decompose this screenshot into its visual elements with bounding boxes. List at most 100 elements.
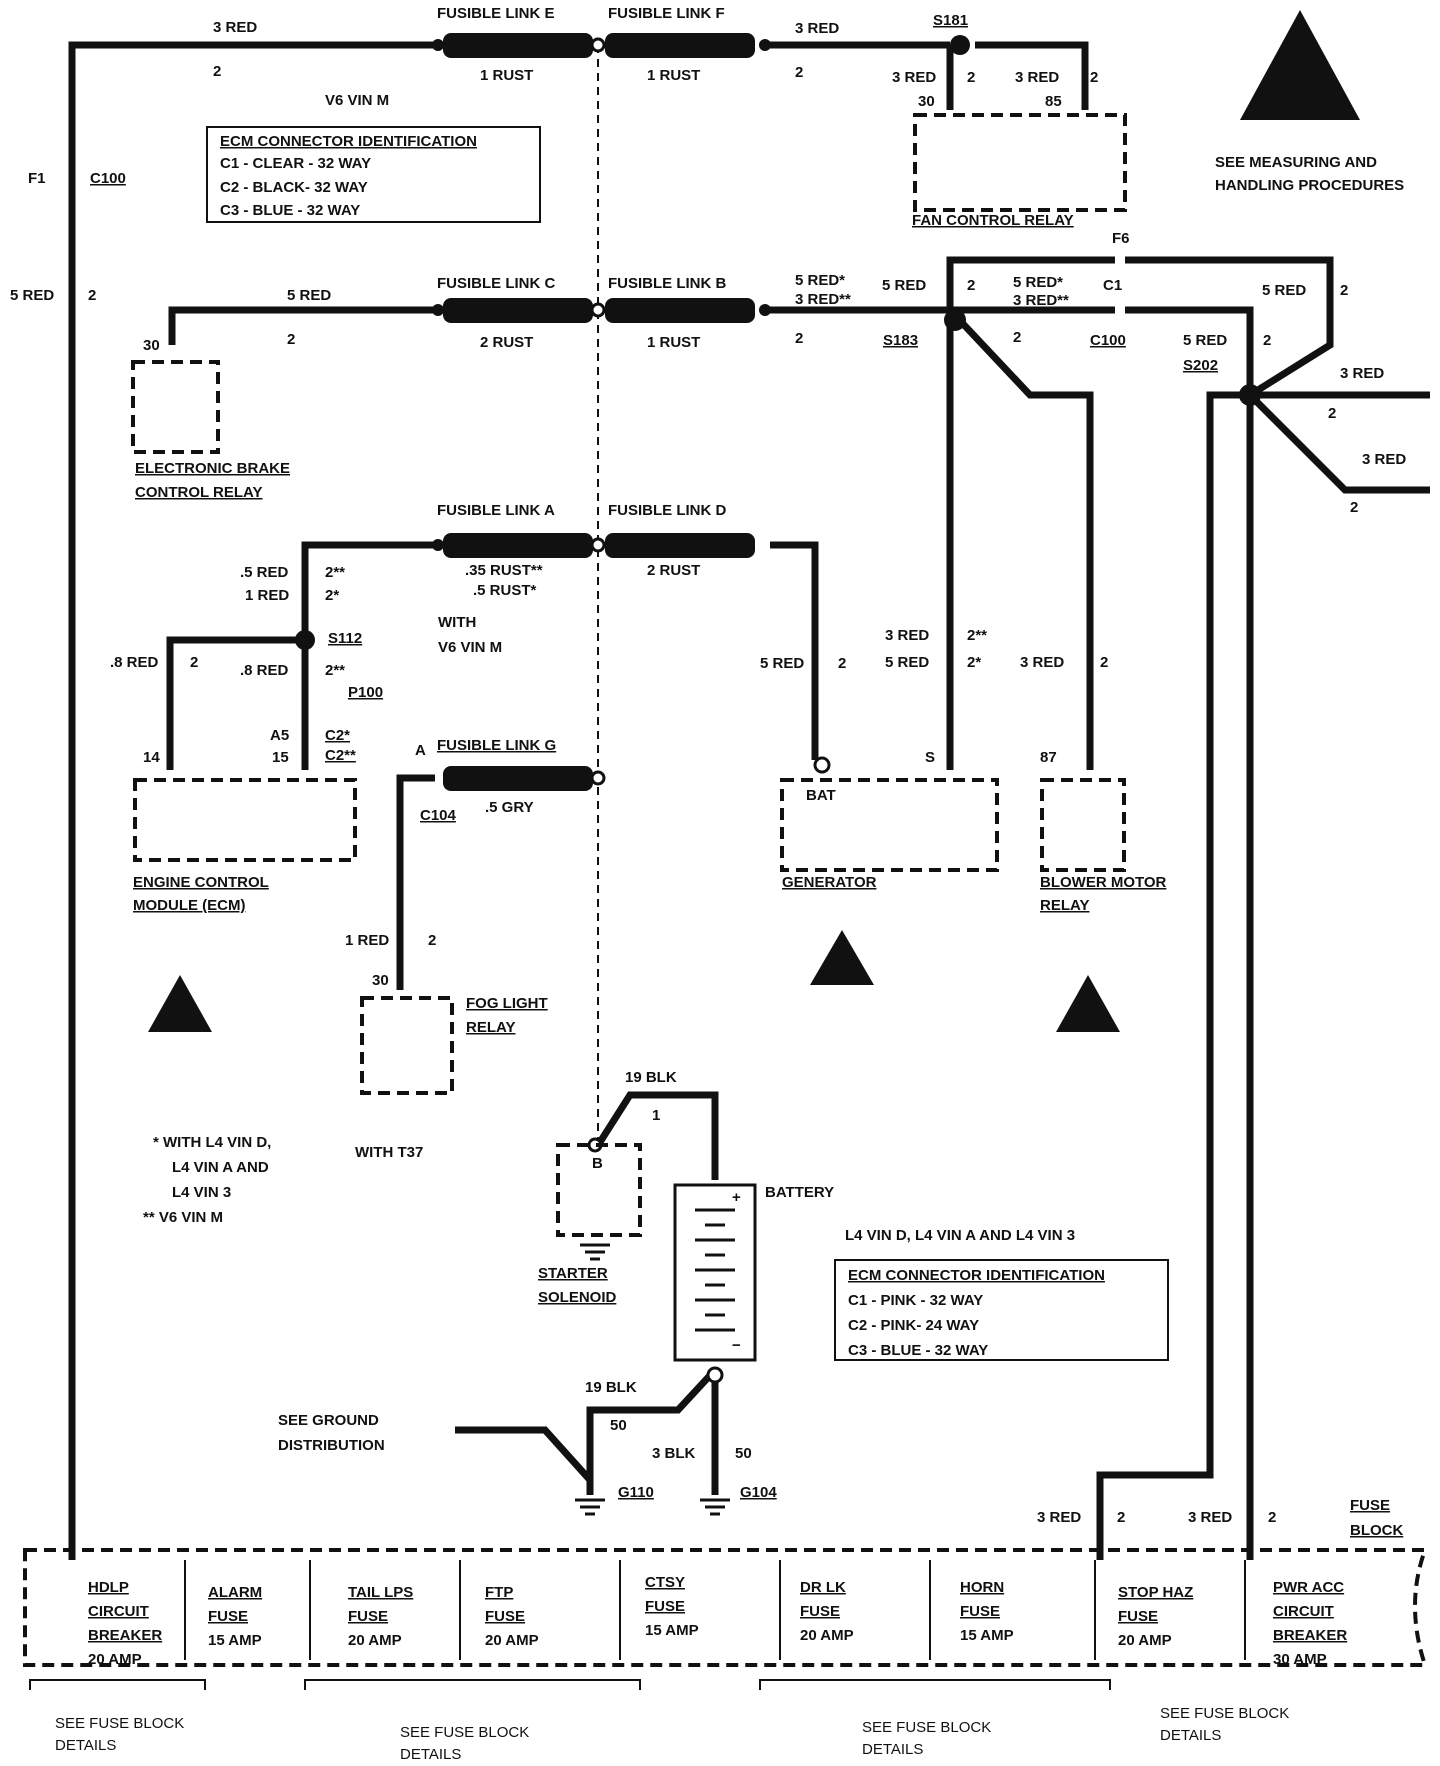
label-f-hdlp1: HDLP [88, 1579, 129, 1596]
label-f-tail2: FUSE [348, 1608, 388, 1625]
label-ecm1-c2: C2 - BLACK- 32 WAY [220, 179, 368, 196]
label-c2ss: C2** [325, 747, 356, 764]
label-n50b: 50 [735, 1445, 752, 1462]
fusible-links [432, 33, 771, 791]
label-ecm2-title: ECM CONNECTOR IDENTIFICATION [848, 1267, 1105, 1284]
label-n2-s181a: 2 [967, 69, 975, 86]
label-n2-left: 2 [88, 287, 96, 304]
label-n2-f: 2 [795, 64, 803, 81]
label-rust1f: 1 RUST [647, 67, 700, 84]
label-ecm1-title: ECM CONNECTOR IDENTIFICATION [220, 133, 477, 150]
ebcr-box [131, 360, 220, 454]
label-red3-fb1: 3 RED [1037, 1509, 1081, 1526]
label-red5-g: 5 RED [885, 654, 929, 671]
label-gen: GENERATOR [782, 874, 877, 891]
label-ecm2-c1: C1 - PINK - 32 WAY [848, 1292, 983, 1309]
label-sfb3b: DETAILS [862, 1741, 923, 1758]
label-p30: 30 [918, 93, 935, 110]
fuse-block-outline [23, 1548, 1428, 1667]
label-red5-r: 5 RED [1262, 282, 1306, 299]
label-f-ctsy2: FUSE [645, 1598, 685, 1615]
label-red-8a: .8 RED [110, 654, 159, 671]
label-fuse: FUSE [1350, 1497, 1390, 1514]
battery-symbol [673, 1183, 757, 1362]
label-red5s: 5 RED* [795, 272, 845, 289]
label-red5-s183: 5 RED [882, 277, 926, 294]
wires [68, 41, 1430, 1560]
ground-symbols [575, 1243, 730, 1516]
blower-relay-box [1040, 778, 1126, 872]
label-bat: BAT [806, 787, 836, 804]
label-f-drlk3: 20 AMP [800, 1627, 854, 1644]
label-f-horn3: 15 AMP [960, 1627, 1014, 1644]
fuse-block-labels: HDLP CIRCUIT BREAKER 20 AMP ALARM FUSE 1… [88, 1574, 1347, 1668]
label-blk3: 3 BLK [652, 1445, 696, 1462]
label-red3-g: 3 RED [885, 627, 929, 644]
label-flf: FUSIBLE LINK F [608, 5, 725, 22]
label-measure1: SEE MEASURING AND [1215, 154, 1377, 171]
label-f-ftp3: 20 AMP [485, 1632, 539, 1649]
label-red5-c: 5 RED [287, 287, 331, 304]
label-f-hdlp4: 20 AMP [88, 1651, 142, 1668]
splice-s181 [950, 35, 970, 55]
label-red5s-b: 5 RED* [1013, 274, 1063, 291]
label-f-pwr1: PWR ACC [1273, 1579, 1344, 1596]
label-note1: * WITH L4 VIN D, [153, 1134, 271, 1151]
label-n2-s183b: 2 [1013, 329, 1021, 346]
label-red5-s202: 5 RED [1183, 332, 1227, 349]
label-red-8b: .8 RED [240, 662, 289, 679]
label-note3: L4 VIN 3 [172, 1184, 231, 1201]
label-n2-fb2: 2 [1268, 1509, 1276, 1526]
label-n2-r: 2 [1340, 282, 1348, 299]
label-n2s-g: 2* [967, 654, 981, 671]
label-rust2c: 2 RUST [480, 334, 533, 351]
label-f-alarm3: 15 AMP [208, 1632, 262, 1649]
fuse-dividers [184, 1560, 1246, 1660]
splice-s202 [1239, 384, 1261, 406]
label-red3-r1: 3 RED [1340, 365, 1384, 382]
fuse-block-brackets [29, 1679, 1111, 1690]
label-starter1: STARTER [538, 1265, 608, 1282]
splice-s183 [944, 309, 966, 331]
label-fla: FUSIBLE LINK A [437, 502, 555, 519]
label-f6: F6 [1112, 230, 1130, 247]
label-ecm1-c1: C1 - CLEAR - 32 WAY [220, 155, 371, 172]
label-sfb4a: SEE FUSE BLOCK [1160, 1705, 1289, 1722]
generator-bat-terminal [813, 756, 831, 774]
label-s202: S202 [1183, 357, 1218, 374]
label-n2-r1: 2 [1328, 405, 1336, 422]
label-p30-fog: 30 [372, 972, 389, 989]
label-n2-8a: 2 [190, 654, 198, 671]
label-p100: P100 [348, 684, 383, 701]
label-with-t37: WITH T37 [355, 1144, 423, 1161]
label-a: A [415, 742, 426, 759]
label-ebcr2: CONTROL RELAY [135, 484, 263, 501]
ecm-id-table-l4 [834, 1259, 1169, 1361]
label-red3ss-b: 3 RED** [1013, 292, 1069, 309]
label-c1: C1 [1103, 277, 1122, 294]
label-f-horn1: HORN [960, 1579, 1004, 1596]
label-p87: 87 [1040, 749, 1057, 766]
label-f-ftp2: FUSE [485, 1608, 525, 1625]
label-f-ctsy3: 15 AMP [645, 1622, 699, 1639]
label-flb: FUSIBLE LINK B [608, 275, 726, 292]
label-red1-fog: 1 RED [345, 932, 389, 949]
label-sfb1a: SEE FUSE BLOCK [55, 1715, 184, 1732]
label-rust5: .5 RUST* [473, 582, 537, 599]
label-n2-bm: 2 [1100, 654, 1108, 671]
fan-control-relay-box [913, 113, 1127, 212]
label-flg: FUSIBLE LINK G [437, 737, 556, 754]
label-fog1: FOG LIGHT [466, 995, 548, 1012]
label-p30-ebcr: 30 [143, 337, 160, 354]
label-flc: FUSIBLE LINK C [437, 275, 555, 292]
label-c104: C104 [420, 807, 457, 824]
fog-relay-box [360, 996, 454, 1095]
label-f-pwr4: 30 AMP [1273, 1651, 1327, 1668]
label-sfb3a: SEE FUSE BLOCK [862, 1719, 991, 1736]
battery-terminal [706, 1366, 724, 1384]
label-p14: 14 [143, 749, 160, 766]
label-red3-r2: 3 RED [1362, 451, 1406, 468]
label-n2-s183: 2 [967, 277, 975, 294]
label-n2-d: 2 [838, 655, 846, 672]
